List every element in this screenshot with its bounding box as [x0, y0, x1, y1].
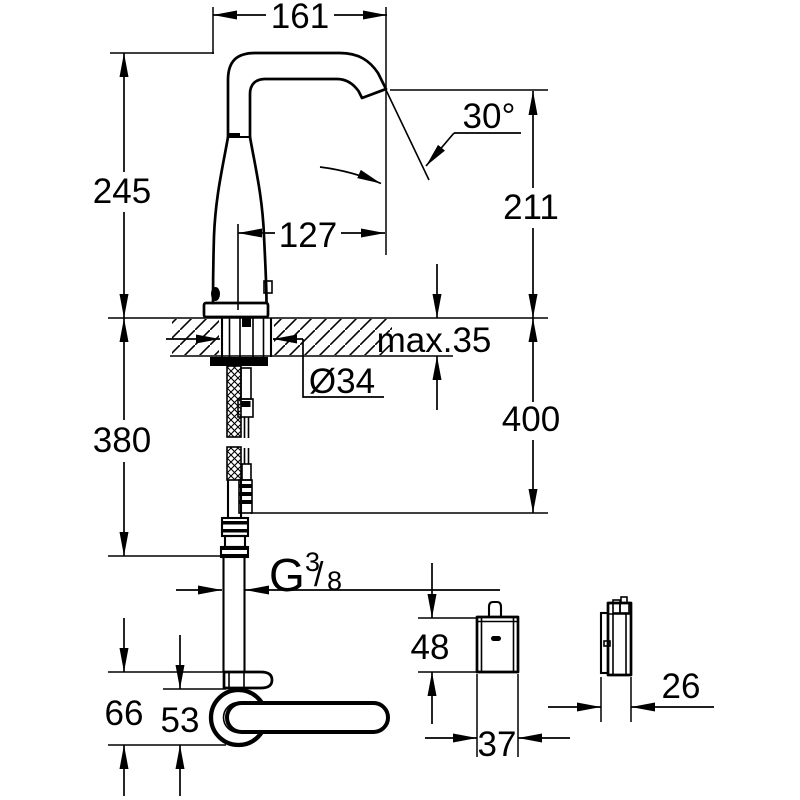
- water-stream-line: [385, 89, 430, 181]
- topview-spout: [222, 670, 274, 690]
- dim-g38-thread: G 3 / 8: [176, 547, 500, 601]
- dim-dia34-label: Ø34: [309, 362, 375, 401]
- sensor-window: [227, 133, 240, 138]
- dim-400: 400: [250, 318, 560, 514]
- body-right-edge: [248, 135, 268, 305]
- dim-26: 26: [548, 667, 714, 722]
- dimensions: 161 245 380 211 400: [93, 0, 714, 796]
- cable-plug: [238, 479, 253, 514]
- dim-211: 211: [390, 89, 559, 318]
- dim-dia34: Ø34: [166, 334, 384, 401]
- dim-66-label: 66: [105, 694, 144, 733]
- dim-245: 245: [93, 52, 214, 318]
- dim-211-label: 211: [503, 188, 559, 227]
- box-front-outline: [475, 615, 520, 674]
- box-cable-gland: [487, 600, 503, 617]
- mounting-washer: [210, 357, 268, 366]
- dim-245-label: 245: [93, 172, 151, 211]
- dim-37: 37: [425, 674, 570, 764]
- control-box-side-view: [599, 596, 633, 677]
- dim-53: 53: [161, 635, 226, 796]
- sensor-cable: [237, 367, 254, 514]
- dim-380-label: 380: [93, 421, 151, 460]
- body-left-edge: [211, 135, 230, 305]
- braided-hose-upper: [226, 365, 242, 438]
- spout-outline: [226, 51, 388, 139]
- dim-48-label: 48: [411, 628, 450, 667]
- dim-127-label: 127: [279, 216, 337, 255]
- faucet-front-view: [202, 51, 388, 319]
- box-label-mark: [491, 636, 501, 641]
- dim-53-label: 53: [161, 701, 200, 740]
- thread-slash: /: [314, 556, 324, 594]
- counter-cross-section: [108, 317, 548, 366]
- sensor-direction-arrow: [319, 166, 382, 185]
- dim-66: 66: [105, 618, 226, 796]
- braided-hose-lower: [226, 446, 242, 481]
- dim-400-label: 400: [502, 400, 560, 439]
- thread-denominator: 8: [327, 566, 342, 596]
- control-box-front-view: [475, 600, 520, 674]
- dim-26-label: 26: [662, 667, 701, 706]
- mounting-shank: [220, 318, 273, 357]
- counter-hatch-left: [172, 319, 219, 355]
- below-counter-assembly: [219, 365, 254, 672]
- cable-exit-dot: [211, 287, 220, 301]
- dim-48: 48: [411, 563, 477, 724]
- dim-angle-label: 30°: [463, 97, 516, 136]
- dim-max35-label: max.35: [377, 321, 492, 360]
- dim-161: 161: [212, 0, 387, 255]
- dim-161-label: 161: [271, 0, 329, 36]
- dim-380: 380: [93, 318, 222, 557]
- counter-hatch-right: [274, 319, 392, 355]
- thread-numerator: 3: [305, 547, 320, 577]
- dim-127: 127: [237, 216, 385, 310]
- hose-nut: [220, 516, 250, 549]
- thread-letter: G: [269, 549, 305, 601]
- topview-lever: [225, 701, 390, 734]
- dim-stream-angle: 30°: [385, 89, 521, 181]
- faucet-top-view: [208, 670, 390, 748]
- dim-max35: max.35: [377, 264, 492, 410]
- g38-union-nut: [219, 545, 250, 559]
- dim-37-label: 37: [478, 725, 517, 764]
- base-plate: [202, 301, 270, 319]
- body-side-clip: [263, 280, 273, 294]
